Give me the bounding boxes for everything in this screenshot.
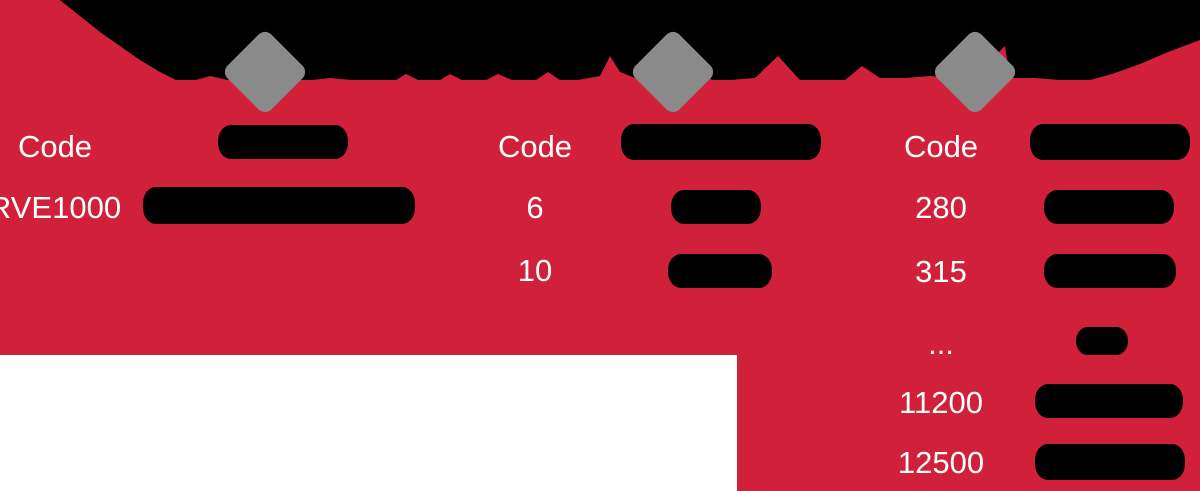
column-3-code-header: Code: [903, 129, 979, 164]
column-1-code-header: Code: [17, 129, 93, 164]
top-black-band: [0, 0, 1200, 140]
column-2-row-0-value-redaction: [671, 190, 761, 224]
column-3-row-0-code: 280: [915, 190, 967, 225]
column-2-value-header-redaction: [621, 124, 821, 160]
column-3-row-1-code: 315: [915, 254, 967, 289]
column-2-row-0-code: 6: [526, 190, 544, 225]
column-1-row-0-code: RVE1000: [0, 190, 122, 225]
column-3-row-3-code: 11200: [899, 385, 983, 420]
column-2-row-1-code: 10: [517, 253, 553, 288]
column-3-value-header-redaction: [1030, 124, 1190, 160]
black-band-shape: [60, 0, 1200, 80]
column-1-row-0-value-redaction: [143, 187, 415, 224]
column-3-row-4-value-redaction: [1035, 444, 1185, 480]
column-3-row-4-code: 12500: [897, 445, 985, 480]
column-2-row-1-value-redaction: [668, 254, 772, 288]
column-3-row-1-value-redaction: [1044, 254, 1176, 288]
column-1-value-header-redaction: [218, 125, 348, 159]
column-3-row-0-value-redaction: [1044, 190, 1174, 224]
column-3-row-2-code: ...: [928, 326, 954, 361]
column-2-code-header: Code: [497, 129, 573, 164]
column-3-row-2-value-redaction: [1076, 327, 1128, 355]
column-3-row-3-value-redaction: [1035, 384, 1183, 418]
